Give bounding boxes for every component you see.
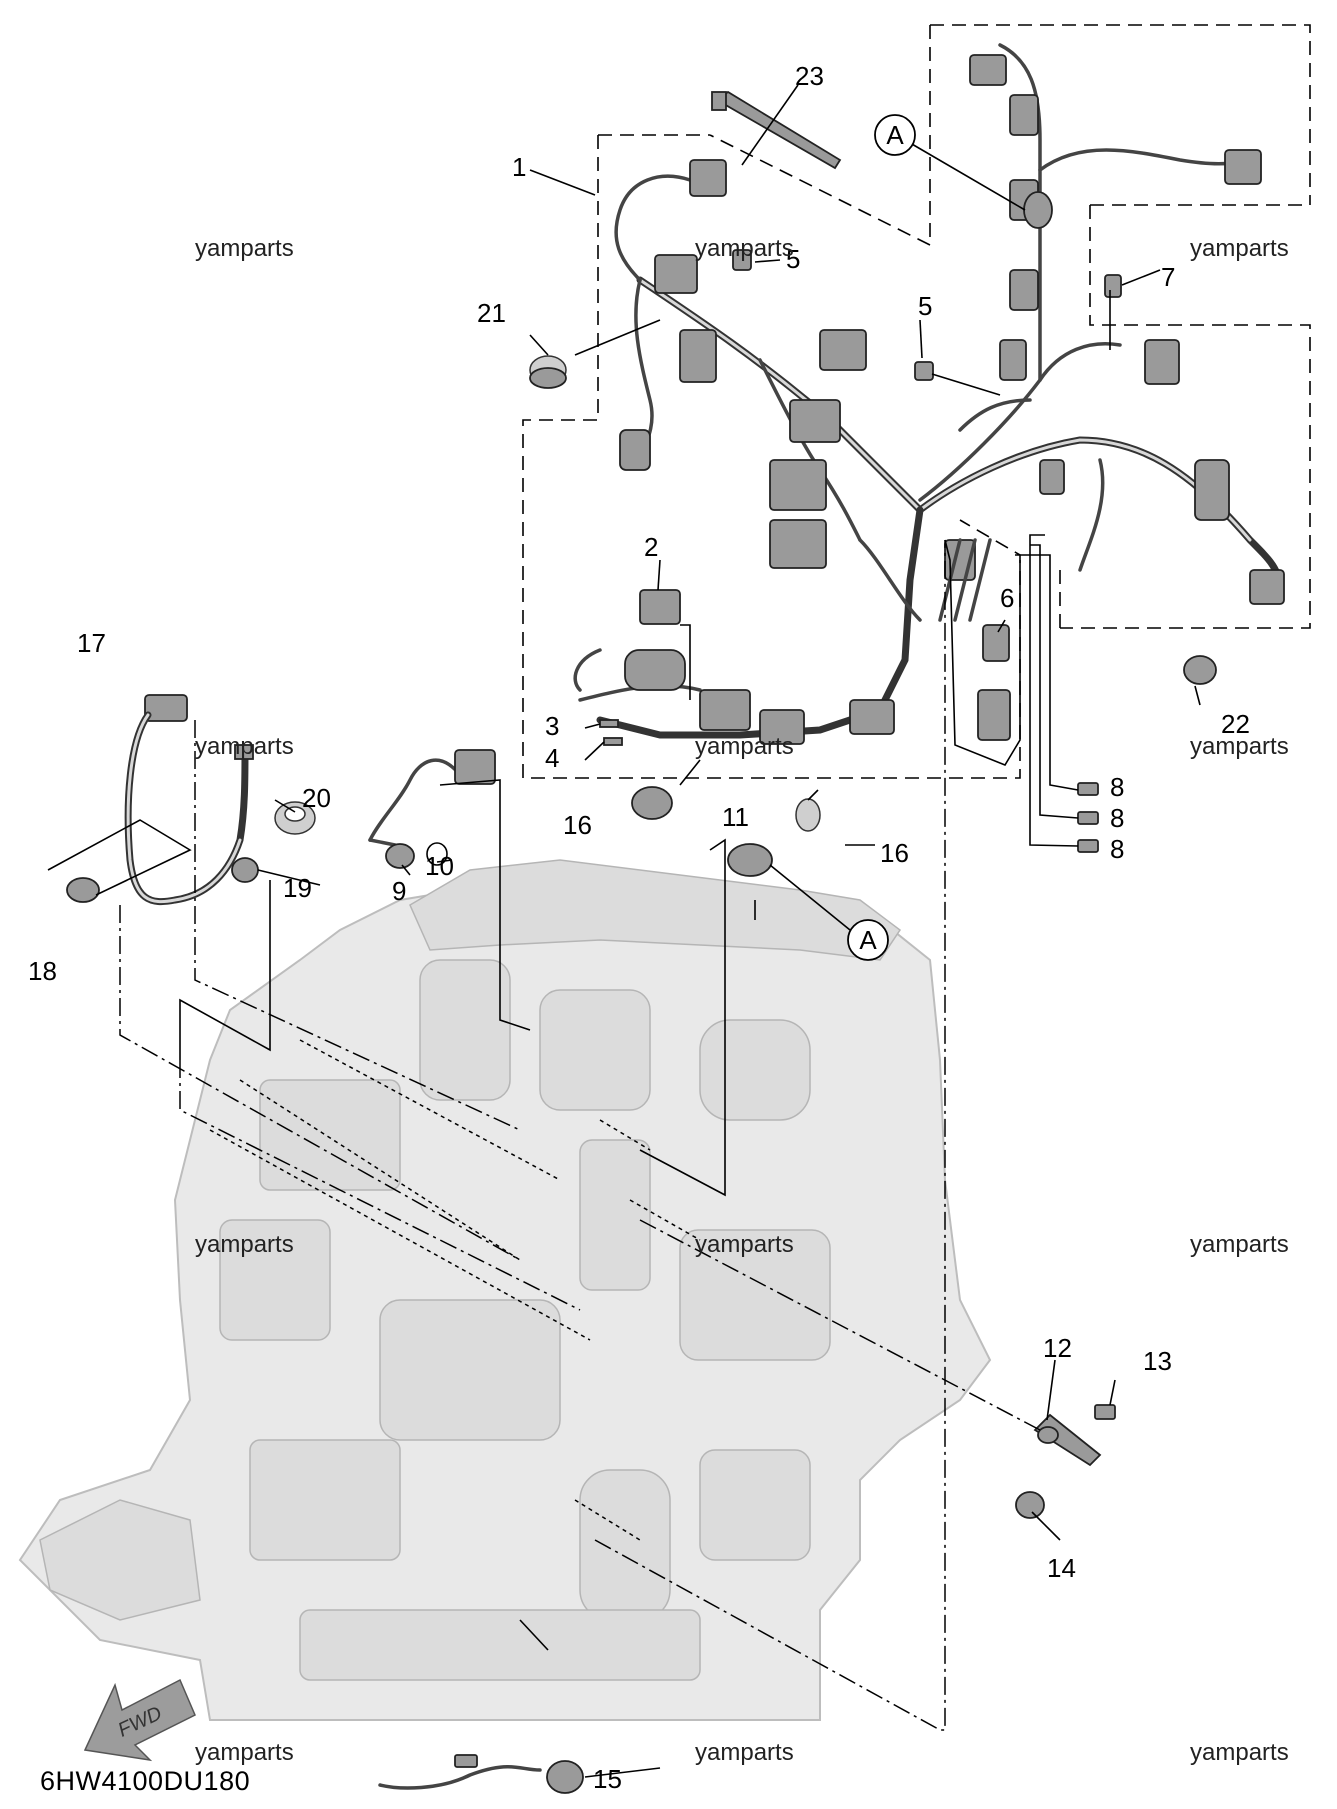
callout-6: 6 — [1000, 583, 1014, 613]
callout-17: 17 — [77, 628, 106, 658]
watermark: yamparts — [695, 235, 794, 262]
callout-16-right: 16 — [880, 838, 909, 868]
callout-numbers: 1 2 3 4 5 5 6 7 8 8 8 9 10 11 12 13 14 1… — [28, 61, 1250, 1794]
callout-12: 12 — [1043, 1333, 1072, 1363]
watermark: yamparts — [1190, 1739, 1289, 1766]
callout-2: 2 — [644, 532, 658, 562]
watermark: yamparts — [1190, 1231, 1289, 1258]
callout-15: 15 — [593, 1764, 622, 1794]
callout-16-left: 16 — [563, 810, 592, 840]
watermark: yamparts — [195, 733, 294, 760]
callout-13: 13 — [1143, 1346, 1172, 1376]
callout-3: 3 — [545, 711, 559, 741]
callout-7: 7 — [1161, 262, 1175, 292]
watermark: yamparts — [1190, 235, 1289, 262]
watermark: yamparts — [695, 1231, 794, 1258]
reference-label-bottom: A — [859, 925, 877, 955]
callout-8-a: 8 — [1110, 772, 1124, 802]
main-wire-harness — [573, 43, 1285, 745]
leader-lines — [47, 84, 1201, 1778]
reference-label-top: A — [886, 120, 904, 150]
watermark: yamparts — [195, 235, 294, 262]
watermark: yamparts — [195, 1231, 294, 1258]
watermark: yamparts — [1190, 733, 1289, 760]
callout-19: 19 — [283, 873, 312, 903]
reference-marker-bottom: A — [847, 919, 889, 961]
callout-11: 11 — [722, 802, 749, 832]
watermark: yamparts — [695, 733, 794, 760]
watermark: yamparts — [195, 1739, 294, 1766]
callout-1: 1 — [512, 152, 526, 182]
callout-23: 23 — [795, 61, 824, 91]
fwd-arrow: FWD — [83, 1678, 196, 1762]
callout-9: 9 — [392, 876, 406, 906]
reference-marker-top: A — [874, 114, 916, 156]
harness-small-parts — [66, 90, 1217, 1794]
watermark: yamparts — [695, 1739, 794, 1766]
callout-4: 4 — [545, 743, 559, 773]
callout-8-c: 8 — [1110, 834, 1124, 864]
callout-18: 18 — [28, 956, 57, 986]
watermarks: yamparts yamparts yamparts yamparts yamp… — [195, 235, 1289, 1766]
callout-5-upper: 5 — [786, 244, 800, 274]
callout-22: 22 — [1221, 709, 1250, 739]
callout-21: 21 — [477, 298, 506, 328]
callout-8-b: 8 — [1110, 803, 1124, 833]
engine-block — [18, 859, 992, 1721]
callout-14: 14 — [1047, 1553, 1076, 1583]
callout-10: 10 — [425, 851, 454, 881]
callout-5-lower: 5 — [918, 291, 932, 321]
diagram-code: 6HW4100DU180 — [40, 1766, 250, 1796]
callout-20: 20 — [302, 783, 331, 813]
